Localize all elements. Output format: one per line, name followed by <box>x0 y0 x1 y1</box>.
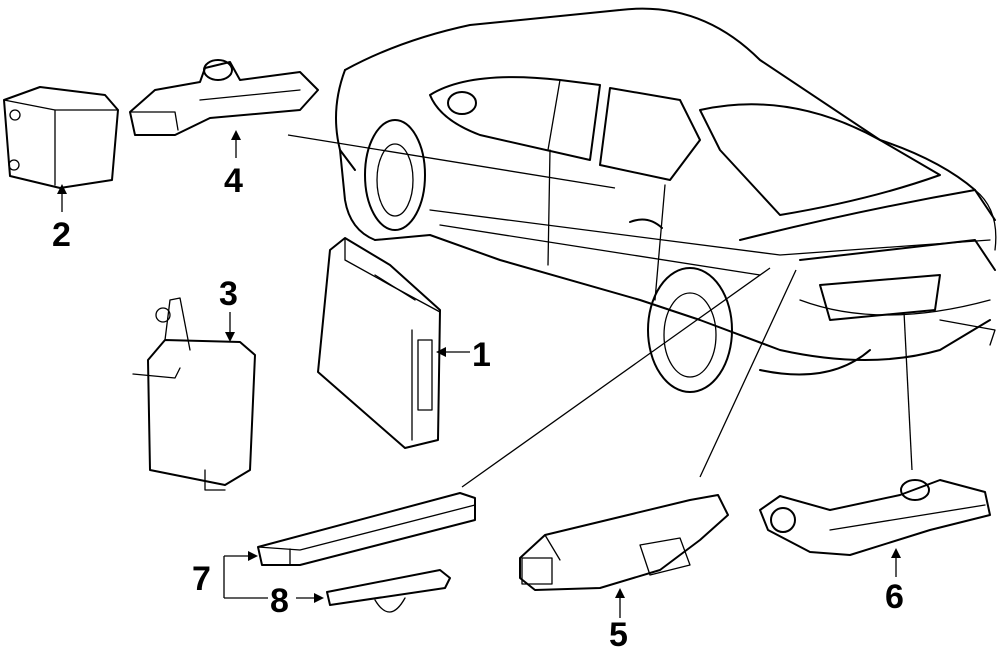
part-6-antenna-assembly <box>759 479 991 556</box>
vehicle-illustration <box>335 7 997 393</box>
callout-8: 8 <box>270 582 289 620</box>
part-5-oscillator <box>519 494 729 591</box>
part-3-control-module <box>132 297 256 491</box>
callout-labels: 1 2 3 4 5 6 7 8 <box>52 162 904 649</box>
part-2-sensor-module <box>3 86 119 189</box>
callout-4: 4 <box>224 162 243 200</box>
callout-7: 7 <box>192 560 211 598</box>
part-4-antenna-unit <box>129 59 319 136</box>
part-1-ecu <box>317 237 441 449</box>
callout-1: 1 <box>472 336 491 374</box>
callout-arrows <box>57 130 901 618</box>
callout-3: 3 <box>219 275 238 313</box>
callout-6: 6 <box>885 578 904 616</box>
callout-2: 2 <box>52 216 71 254</box>
leader-lines <box>287 134 913 488</box>
part-7-antenna-bar <box>257 492 476 566</box>
part-8-flat-antenna <box>326 569 451 613</box>
callout-5: 5 <box>609 616 628 649</box>
